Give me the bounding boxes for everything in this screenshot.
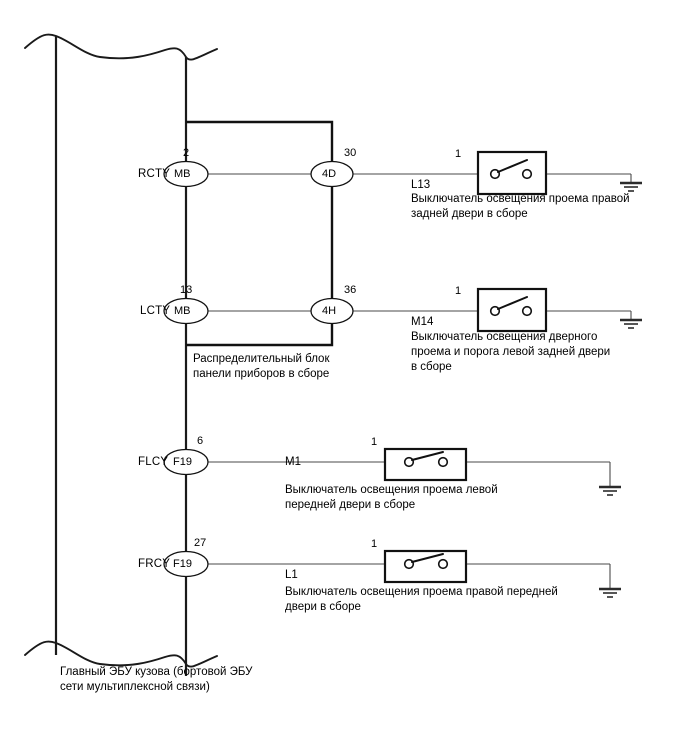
pin-number-frcy-left: 27	[194, 537, 207, 549]
signal-label-frcy: FRCY	[138, 558, 171, 570]
switch-box-l1	[383, 549, 468, 584]
junction-block-rect	[186, 120, 334, 347]
part-code-l1: L1	[285, 569, 298, 581]
description-l13: Выключатель освещения проема правой задн…	[411, 193, 630, 221]
ground-symbol-m1	[599, 485, 621, 496]
switch-pin-number-m1: 1	[371, 436, 378, 448]
pin-number-rcty-left: 2	[183, 147, 190, 159]
connector-label-lcty-right: 4H	[322, 305, 337, 317]
part-code-m1: M1	[285, 456, 301, 468]
switch-contact-right-l13	[521, 168, 533, 180]
connector-label-lcty-left: MB	[174, 305, 191, 317]
pin-number-rcty-right: 30	[344, 147, 357, 159]
connector-oval-lcty-right	[310, 297, 354, 325]
break-line-bottom	[24, 640, 218, 668]
description-l1: Выключатель освещения проема правой пере…	[285, 586, 558, 614]
connector-oval-rcty-left	[163, 160, 209, 188]
switch-box-l13	[476, 150, 548, 196]
pin-number-lcty-right: 36	[344, 284, 357, 296]
switch-pin-number-l1: 1	[371, 538, 378, 550]
connector-label-flcy-left: F19	[173, 456, 192, 468]
pin-number-flcy-left: 6	[197, 435, 204, 447]
circuit-row-frcy	[163, 549, 621, 598]
switch-box-m14	[476, 287, 548, 333]
circuit-row-rcty	[163, 150, 642, 196]
description-m14: Выключатель освещения дверного проема и …	[411, 331, 611, 374]
switch-contact-right-m14	[521, 305, 533, 317]
switch-pin-number-m14: 1	[455, 285, 462, 297]
junction-block-outline	[186, 120, 334, 347]
switch-blade-l13	[497, 159, 528, 173]
signal-label-flcy: FLCY	[138, 456, 169, 468]
break-line-top	[24, 33, 218, 61]
signal-label-lcty: LCTY	[140, 305, 171, 317]
connector-label-rcty-right: 4D	[322, 168, 337, 180]
connector-label-rcty-left: MB	[174, 168, 191, 180]
ground-symbol-m14	[620, 318, 642, 329]
connector-label-frcy-left: F19	[173, 558, 192, 570]
circuit-row-flcy	[163, 447, 621, 496]
switch-box-m1	[383, 447, 468, 482]
description-m1: Выключатель освещения проема левой перед…	[285, 484, 498, 512]
signal-label-rcty: RCTY	[138, 168, 171, 180]
ground-symbol-l1	[599, 587, 621, 598]
junction-block-label: Распределительный блок панели приборов в…	[193, 353, 330, 381]
switch-blade-m1	[411, 451, 444, 461]
circuit-row-lcty	[163, 287, 642, 333]
ecu-caption: Главный ЭБУ кузова (бортовой ЭБУ сети му…	[60, 666, 253, 694]
switch-pin-number-l13: 1	[455, 148, 462, 160]
switch-blade-l1	[411, 553, 444, 563]
part-code-m14: M14	[411, 316, 434, 328]
ecu-boundary	[24, 33, 218, 676]
switch-contact-right-m1	[437, 456, 449, 468]
connector-oval-lcty-left	[163, 297, 209, 325]
switch-blade-m14	[497, 296, 528, 310]
ground-symbol-l13	[620, 181, 642, 192]
connector-oval-frcy-left	[163, 550, 209, 578]
pin-number-lcty-left: 13	[180, 284, 193, 296]
part-code-l13: L13	[411, 179, 431, 191]
switch-contact-right-l1	[437, 558, 449, 570]
connector-oval-flcy-left	[163, 448, 209, 476]
connector-oval-rcty-right	[310, 160, 354, 188]
